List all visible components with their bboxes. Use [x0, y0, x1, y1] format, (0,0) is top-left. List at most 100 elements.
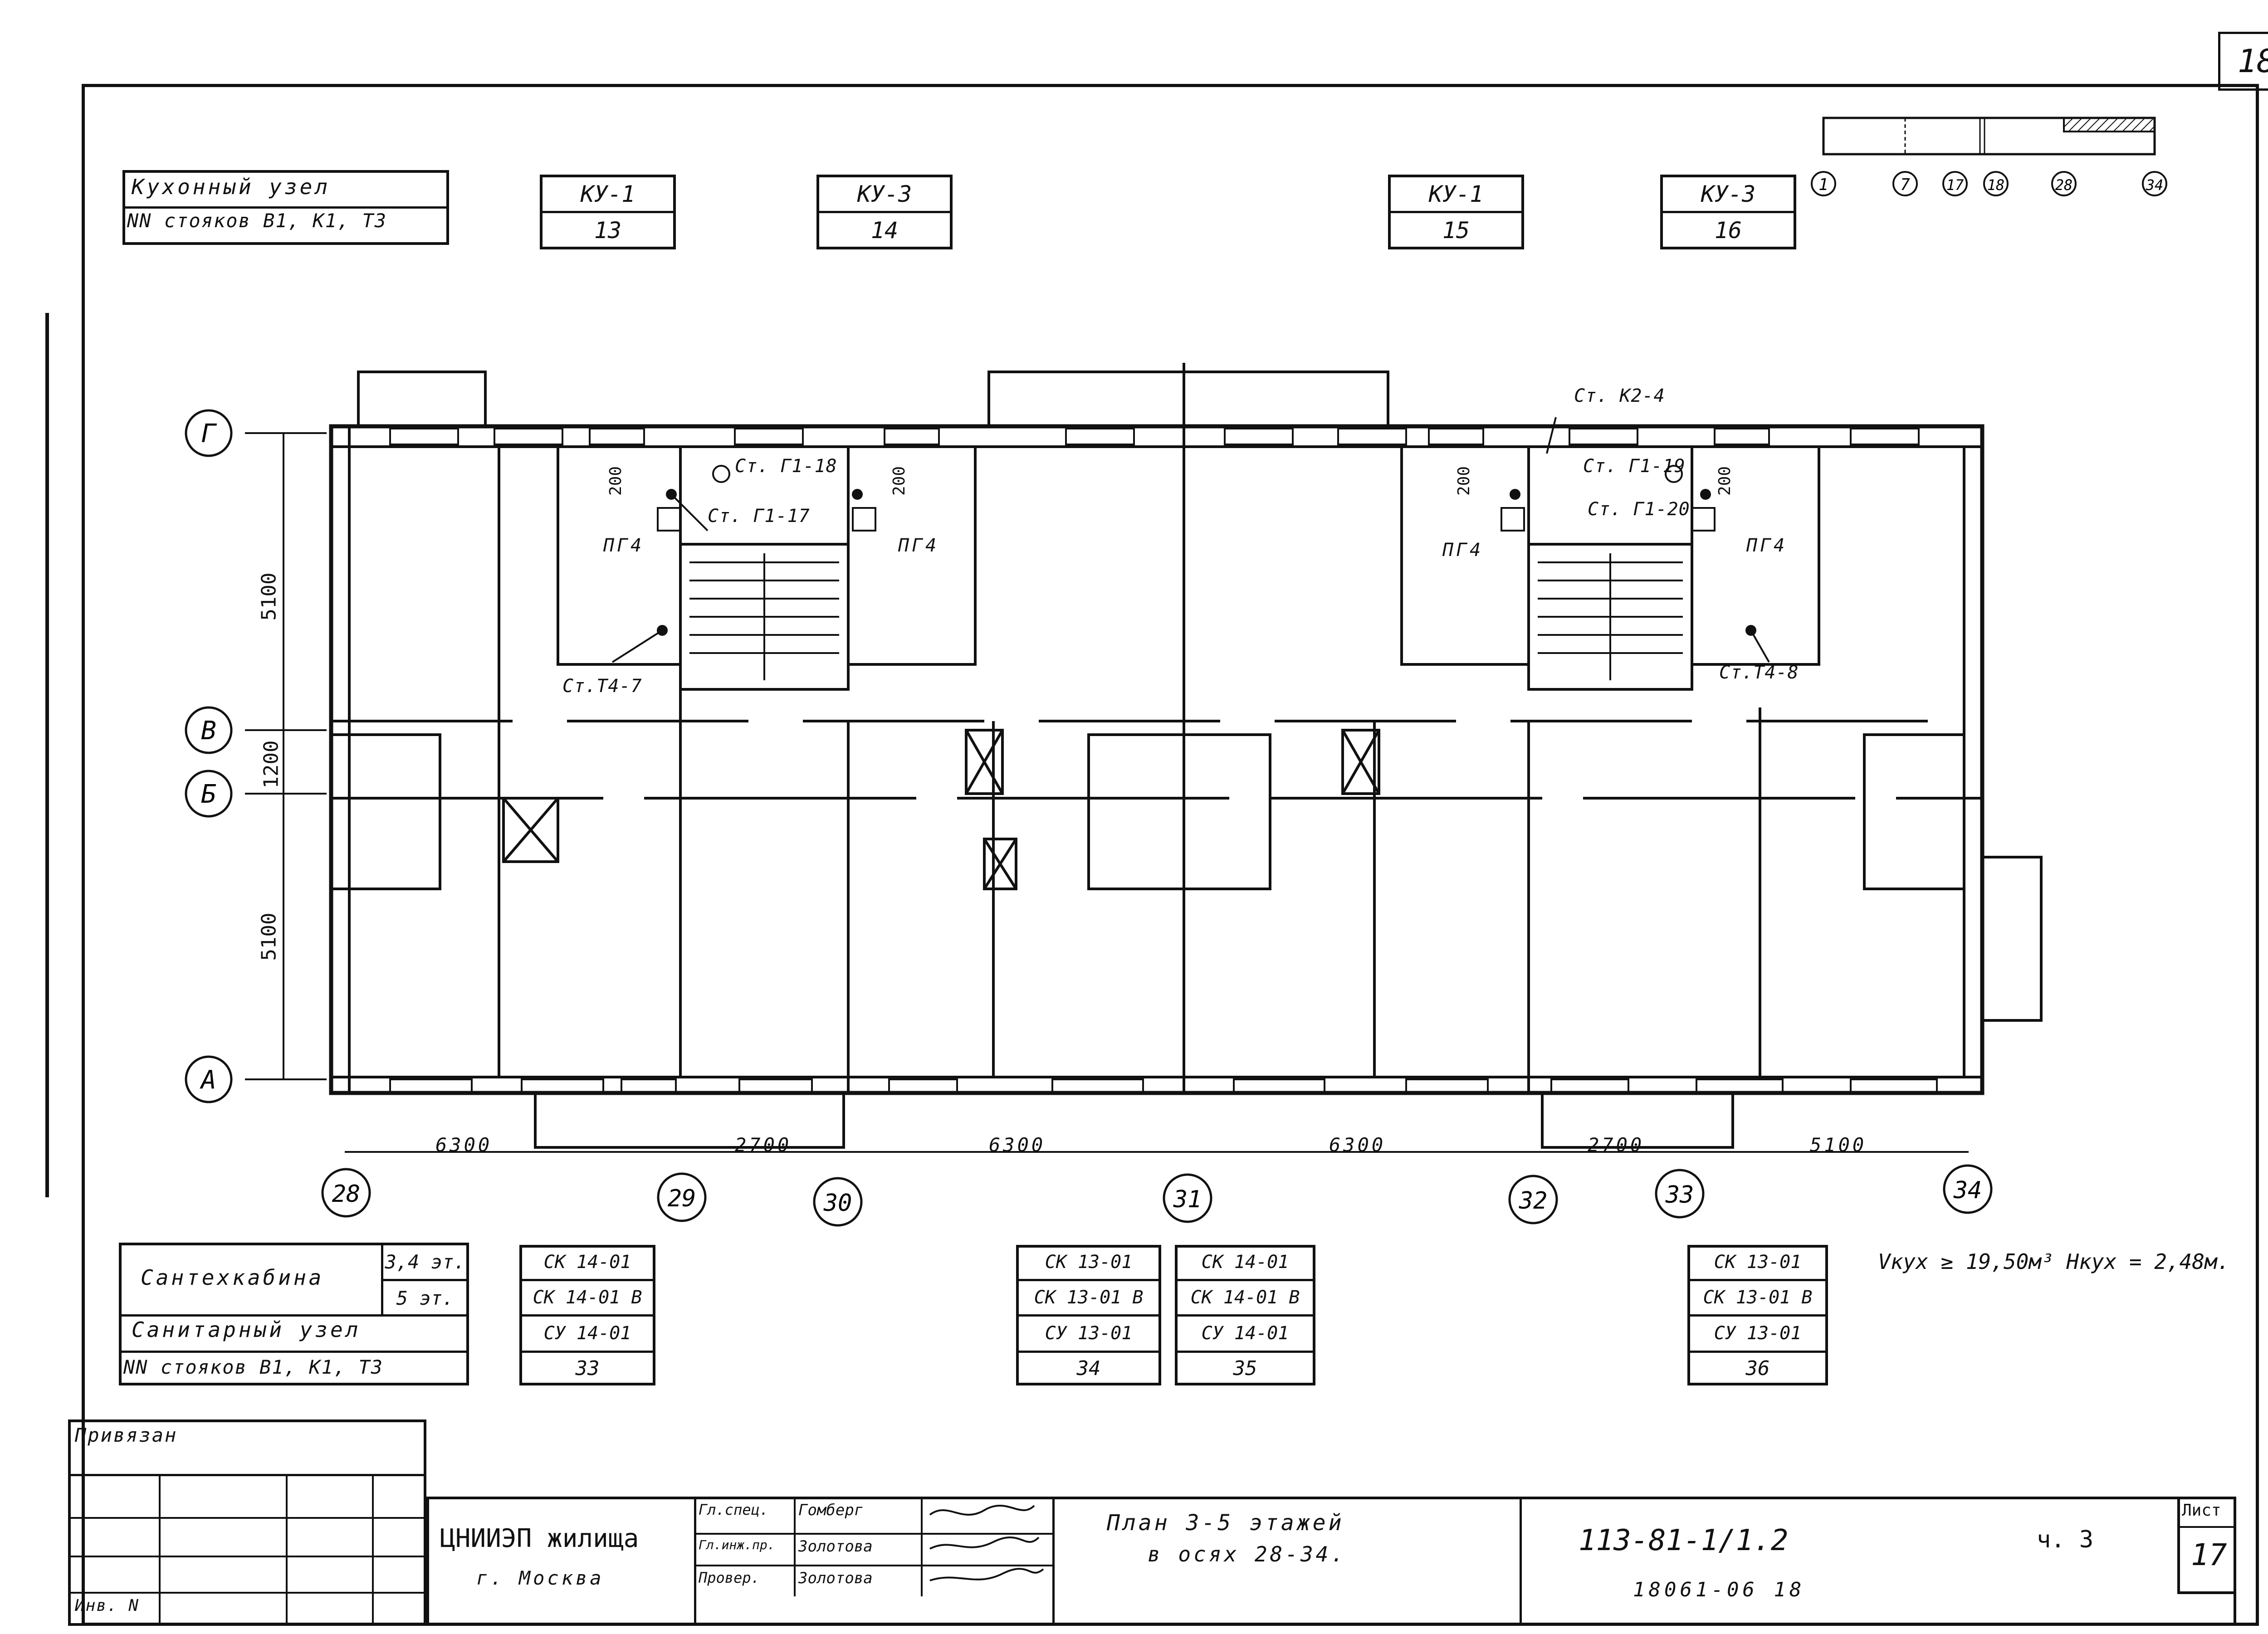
hdim-3: 6300	[989, 1134, 1046, 1156]
label-sanitary-risers: NN стояков В1, К1, Т3	[123, 1356, 384, 1378]
hdim-5: 2700	[1588, 1134, 1645, 1156]
axis-bubble-col: 33	[1655, 1169, 1705, 1219]
drawing-title-1: План 3-5 этажей	[1107, 1510, 1344, 1536]
sheet-number-box	[2218, 32, 2268, 91]
hdim-1: 6300	[435, 1134, 493, 1156]
vdim-1: 5100	[257, 572, 281, 621]
axis-label-col: 28	[332, 1180, 361, 1208]
hdim-4: 6300	[1329, 1134, 1386, 1156]
ku-divider	[540, 211, 676, 213]
label-riser-t4-7: Ст.Т4-7	[562, 676, 642, 697]
tb-line	[2177, 1526, 2236, 1528]
key-plan-axis-label: 18	[1987, 176, 2005, 194]
key-plan-axis-label: 28	[2055, 176, 2073, 194]
san-divider	[381, 1279, 469, 1281]
label-stove: ПГ4	[603, 535, 645, 556]
tb-line	[68, 1592, 426, 1594]
kitchen-table-divider	[122, 206, 449, 209]
san-unit: СУ 14-01	[1201, 1322, 1289, 1344]
san-divider	[1016, 1279, 1161, 1281]
axis-label-row: Б	[201, 780, 216, 809]
key-plan: 1 7 17 18 28 34	[1811, 117, 2167, 196]
axis-bubble-col: 29	[657, 1172, 707, 1222]
role-3: Провер.	[699, 1569, 760, 1586]
org-name: ЦНИИЭП жилища	[440, 1524, 639, 1553]
label-riser-g1-17: Ст. Г1-17	[708, 506, 810, 527]
san-number: 34	[1076, 1357, 1101, 1380]
axis-bubble-row: В	[185, 706, 233, 754]
san-number: 36	[1745, 1357, 1770, 1380]
ku-number-14: 14	[870, 217, 899, 244]
label-dim200: 200	[890, 466, 909, 496]
label-riser-g1-19: Ст. Г1-19	[1583, 456, 1686, 477]
drawing-code: 113-81-1/1.2	[1579, 1524, 1789, 1557]
label-stove: ПГ4	[1746, 535, 1788, 556]
san-divider	[1175, 1351, 1315, 1353]
key-plan-axis-label: 17	[1946, 176, 1964, 194]
tb-line	[286, 1474, 288, 1626]
label-floors-34: 3,4 эт.	[385, 1251, 465, 1273]
label-stove: ПГ4	[898, 535, 939, 556]
san-divider	[519, 1351, 655, 1353]
key-plan-axis-marker: 17	[1942, 171, 1968, 196]
tb-line	[372, 1474, 374, 1626]
san-floor34: СК 14-01	[1201, 1251, 1289, 1273]
san-divider	[519, 1314, 655, 1317]
san-unit: СУ 13-01	[1045, 1322, 1133, 1344]
axis-label-col: 29	[668, 1185, 696, 1212]
axis-bubble-col: 34	[1943, 1164, 1993, 1214]
axis-bubble-col: 30	[813, 1177, 863, 1227]
san-number: 33	[575, 1357, 600, 1380]
tb-line	[159, 1474, 161, 1626]
tb-line	[1520, 1497, 1522, 1626]
volume-note: Vкух ≥ 19,50м³ Hкух = 2,48м.	[1878, 1249, 2230, 1274]
label-riser-g1-18: Ст. Г1-18	[735, 456, 837, 477]
vdim-2: 1200	[259, 740, 283, 789]
axis-bubble-col: 31	[1163, 1173, 1212, 1223]
tb-line	[694, 1497, 696, 1626]
san-divider	[1016, 1314, 1161, 1317]
tb-line	[1052, 1497, 1055, 1626]
ku-divider	[816, 211, 953, 213]
bound-label: Привязан	[75, 1424, 178, 1446]
tb-line	[694, 1565, 1052, 1566]
san-divider	[519, 1279, 655, 1281]
tb-line	[68, 1474, 426, 1476]
axis-label-col: 30	[823, 1190, 852, 1217]
title-block: Привязан Инв. N ЦНИИЭП жилища г. Москва …	[68, 1419, 2236, 1628]
name-2: Золотова	[798, 1537, 873, 1556]
axis-bubble-col: 32	[1508, 1175, 1558, 1224]
hdim-2: 2700	[735, 1134, 792, 1156]
hdim-6: 5100	[1810, 1134, 1867, 1156]
ku-type-13: КУ-1	[580, 180, 635, 207]
ku-divider	[1388, 211, 1524, 213]
san-floor34: СК 13-01	[1714, 1251, 1802, 1273]
tb-line	[921, 1497, 923, 1596]
col-axes: 28 29 30 31 32 33 34	[321, 1164, 1993, 1227]
axis-bubble-col: 28	[321, 1168, 371, 1218]
key-plan-axis-marker: 1	[1811, 171, 1836, 196]
key-plan-axis-marker: 34	[2142, 171, 2167, 196]
label-santekhkabina: Сантехкабина	[141, 1265, 324, 1290]
axis-label-row: В	[201, 716, 216, 746]
role-1: Гл.спец.	[699, 1501, 769, 1518]
axis-bubble-row: А	[185, 1055, 233, 1103]
key-plan-axis-label: 7	[1900, 176, 1910, 194]
axis-bubble-row: Б	[185, 770, 233, 818]
label-riser-t4-8: Ст.Т4-8	[1719, 662, 1799, 683]
tb-line	[68, 1517, 426, 1519]
role-2: Гл.инж.пр.	[699, 1537, 775, 1552]
name-3: Золотова	[798, 1569, 873, 1587]
kitchen-label-row1: Кухонный узел	[132, 175, 331, 199]
axis-label-col: 34	[1953, 1177, 1982, 1204]
san-divider	[1687, 1279, 1828, 1281]
axis-bubble-row: Г	[185, 409, 233, 457]
axis-label-row: Г	[201, 419, 217, 449]
ku-divider	[1660, 211, 1796, 213]
san-divider	[1175, 1314, 1315, 1317]
san-divider	[119, 1351, 469, 1353]
san-floor34: СК 13-01	[1045, 1251, 1133, 1273]
san-floor5: СК 14-01 В	[533, 1287, 642, 1308]
ku-type-15: КУ-1	[1428, 180, 1484, 207]
san-divider	[119, 1314, 469, 1317]
